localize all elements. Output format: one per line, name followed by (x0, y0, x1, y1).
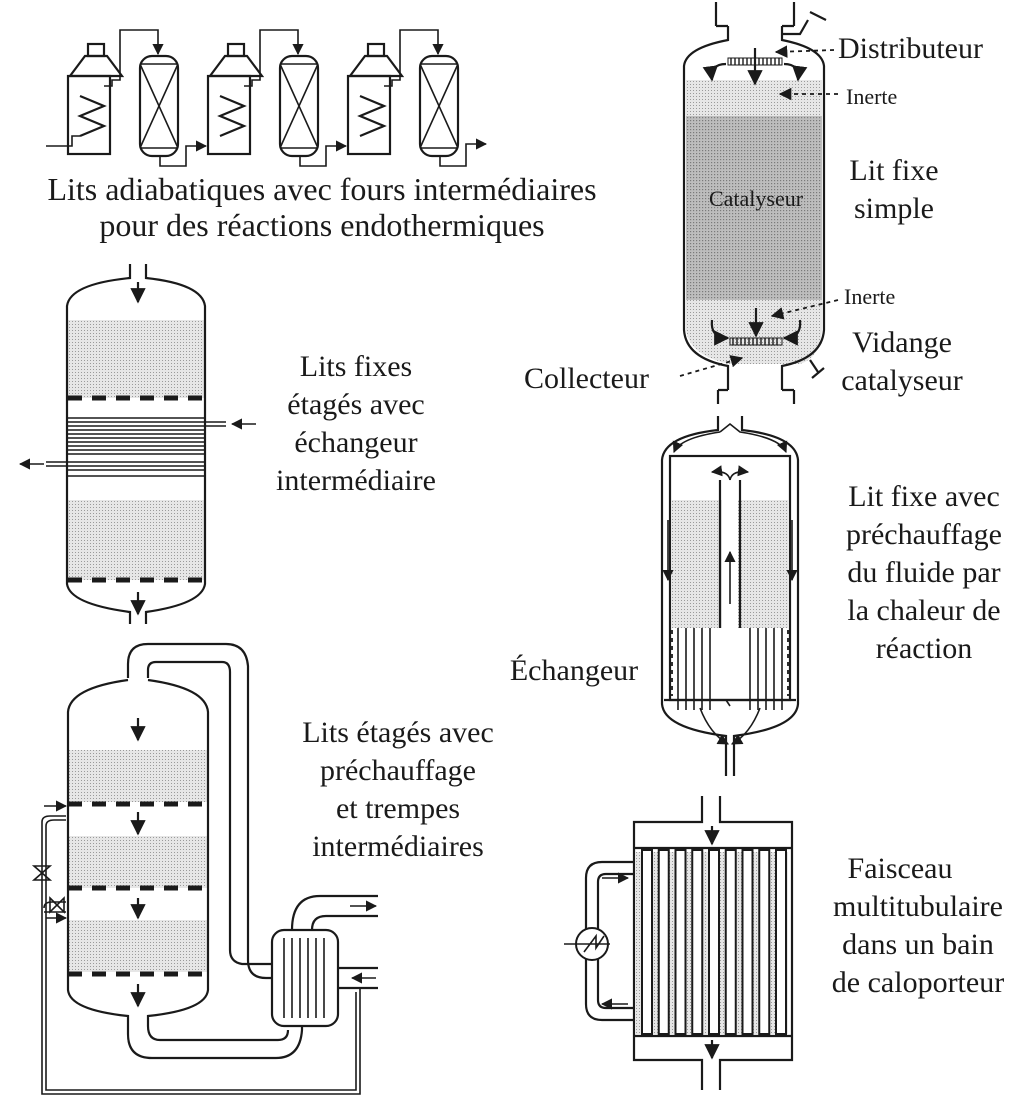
caption-preheat-line4: la chaleur de (847, 594, 1000, 627)
panel-adiabatic-beds: Lits adiabatiques avec fours intermédiai… (46, 29, 597, 243)
label-exchanger: Échangeur (510, 654, 638, 687)
reactor-3 (418, 54, 460, 158)
bed-upper (68, 320, 204, 398)
furnace-1 (66, 42, 125, 156)
caption-preheat-quench-line3: et trempes (336, 792, 460, 825)
collector-grid (729, 337, 783, 346)
caption-single-bed-line1: Lit fixe (849, 154, 938, 187)
preheat-pipe-inner (146, 660, 272, 966)
panel-multitubular: Faisceau multitubulaire dans un bain de … (564, 796, 1004, 1090)
reactor-tube (657, 849, 670, 1035)
reactor-1 (138, 54, 180, 158)
label-catalyst: Catalyseur (709, 186, 804, 211)
caption-preheat-quench-line1: Lits étagés avec (302, 716, 494, 749)
reactor-tube (708, 849, 720, 1035)
heat-exchanger-icon (564, 927, 610, 961)
reactor-tube (641, 849, 653, 1035)
reactor-tube (758, 849, 771, 1035)
bed-right (738, 500, 788, 628)
reactor-tube (741, 849, 754, 1035)
panel-staged-beds-exchanger: Lits fixes étagés avec échangeur intermé… (18, 264, 436, 624)
valve-icon-1 (31, 865, 53, 881)
bed-left (672, 500, 722, 628)
caption-multitubular-line4: de caloporteur (832, 966, 1004, 999)
intermediate-exchanger-tubes (46, 417, 226, 477)
caption-multitubular-line1: Faisceau (848, 852, 953, 885)
caption-preheat-line2: préchauffage (846, 518, 1002, 551)
caption-preheat-quench-line2: préchauffage (320, 754, 476, 787)
caption-staged-exchanger-line3: échangeur (294, 426, 417, 459)
caption-adiabatic-line2: pour des réactions endothermiques (99, 207, 544, 243)
caption-staged-exchanger-line2: étagés avec (287, 388, 424, 421)
caption-adiabatic-line1: Lits adiabatiques avec fours intermédiai… (47, 171, 596, 207)
label-drain-line2: catalyseur (841, 364, 963, 397)
quench-lines (41, 800, 361, 1095)
reactor-tube (674, 849, 687, 1035)
label-inert-bottom: Inerte (844, 284, 895, 309)
furnace-3 (346, 42, 405, 156)
tube-bundle (641, 849, 787, 1035)
vessel-right-wall (780, 26, 826, 390)
process-lines (46, 29, 488, 167)
quench-bed-2 (68, 836, 208, 888)
panel-single-fixed-bed: Distributeur Inerte Catalyseur Lit fixe … (524, 2, 983, 404)
bed-lower (68, 500, 204, 580)
caption-multitubular-line2: multitubulaire (833, 890, 1003, 923)
reactor-tube (775, 849, 787, 1035)
label-inert-top: Inerte (846, 84, 897, 109)
exchanger-tubes (664, 628, 796, 710)
reactor-tube (724, 849, 737, 1035)
inert-layer-bottom (686, 300, 822, 364)
caption-staged-exchanger-line1: Lits fixes (300, 350, 413, 383)
drain-nozzle (809, 359, 825, 379)
label-drain-line1: Vidange (852, 326, 952, 359)
inert-layer-top (686, 80, 822, 116)
caption-single-bed-line2: simple (854, 192, 934, 225)
reactor-2 (278, 54, 320, 158)
catalyst-layer (686, 116, 822, 300)
vessel-left-wall (682, 26, 730, 390)
caption-preheat-quench-line4: intermédiaires (312, 830, 484, 863)
caption-multitubular-line3: dans un bain (842, 928, 994, 961)
quench-bed-3 (68, 920, 208, 972)
caption-staged-exchanger-line4: intermédiaire (276, 464, 436, 497)
panel-staged-preheat-quench: Lits étagés avec préchauffage et trempes… (31, 642, 494, 1095)
panel-fixed-bed-preheating: Échangeur Lit fixe avec préchauffage du … (510, 416, 1002, 776)
preheat-pipe-outer (126, 642, 272, 980)
label-collector: Collecteur (524, 362, 649, 395)
caption-preheat-line3: du fluide par (847, 556, 1000, 589)
label-distributor: Distributeur (838, 32, 983, 65)
caption-preheat-line5: réaction (876, 632, 973, 665)
valve-icon-2 (49, 896, 65, 914)
reactor-tube (691, 849, 704, 1035)
quench-bed-1 (68, 750, 208, 802)
caption-preheat-line1: Lit fixe avec (848, 480, 1000, 513)
furnace-2 (206, 42, 265, 156)
feed-effluent-exchanger (270, 894, 378, 1028)
distributor-nozzle (782, 11, 827, 36)
